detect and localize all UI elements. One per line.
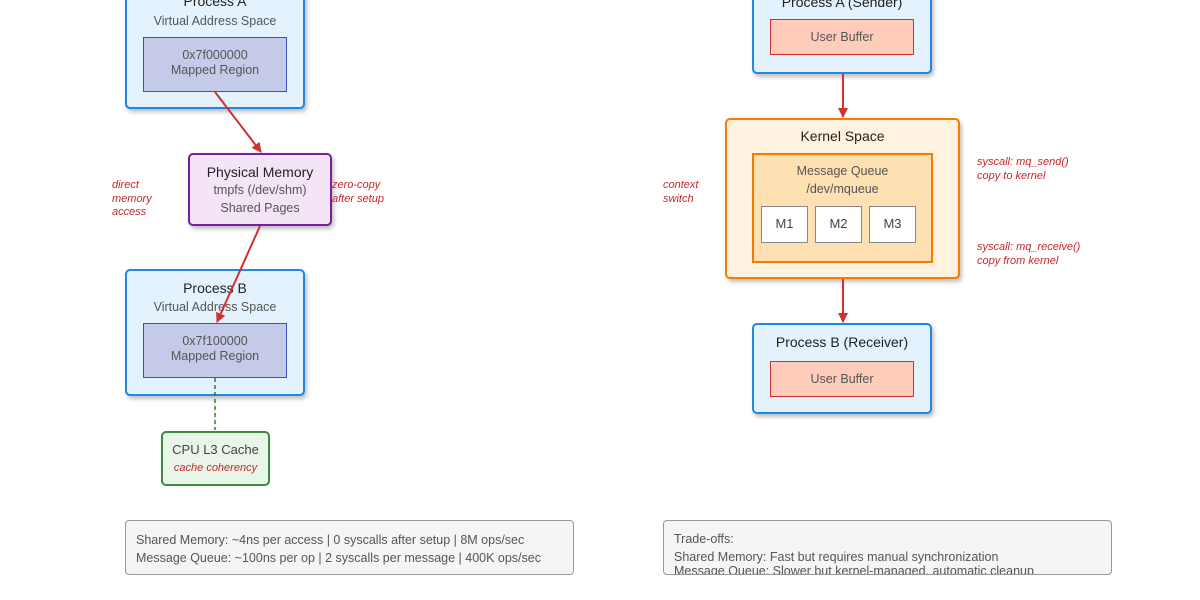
kernel-space-title: Kernel Space bbox=[800, 128, 885, 144]
note-line: syscall: mq_send() bbox=[977, 156, 1069, 168]
message-queue-title: Message Queue bbox=[796, 164, 889, 178]
physical-memory-tmpfs: tmpfs (/dev/shm) bbox=[213, 183, 307, 197]
note-line: switch bbox=[663, 192, 694, 205]
summary-line-shm: Shared Memory: ~4ns per access | 0 sysca… bbox=[136, 533, 525, 547]
cache-coherency-note: cache coherency bbox=[173, 462, 258, 474]
region-address: 0x7f000000 bbox=[182, 48, 248, 62]
region-label: Mapped Region bbox=[170, 63, 260, 77]
process-a-box: Process A Virtual Address Space 0x7f0000… bbox=[125, 0, 305, 109]
zero-copy-note: zero-copy after setup bbox=[332, 179, 384, 206]
note-line: direct bbox=[112, 179, 139, 191]
physical-memory-box: Physical Memory tmpfs (/dev/shm) Shared … bbox=[188, 153, 332, 226]
message-m1: M1 bbox=[761, 206, 808, 243]
cpu-cache-title: CPU L3 Cache bbox=[172, 442, 259, 457]
note-line: zero-copy bbox=[332, 179, 381, 191]
note-line: after setup bbox=[332, 192, 384, 205]
mq-send-note: syscall: mq_send() copy to kernel bbox=[977, 156, 1069, 183]
region-label: Mapped Region bbox=[170, 349, 260, 363]
note-line: access bbox=[112, 206, 147, 218]
mq-receive-note: syscall: mq_receive() copy from kernel bbox=[977, 241, 1080, 268]
tradeoffs-shm: Shared Memory: Fast but requires manual … bbox=[674, 550, 999, 564]
note-line: copy from kernel bbox=[977, 254, 1059, 267]
process-a-mapped-region: 0x7f000000 Mapped Region bbox=[143, 37, 287, 92]
region-address: 0x7f100000 bbox=[182, 334, 248, 348]
summary-line-mq: Message Queue: ~100ns per op | 2 syscall… bbox=[136, 551, 541, 565]
message-m3: M3 bbox=[869, 206, 916, 243]
tradeoffs-title: Trade-offs: bbox=[674, 532, 734, 546]
cpu-cache-box: CPU L3 Cache cache coherency bbox=[161, 431, 270, 486]
process-a-subtitle: Virtual Address Space bbox=[153, 14, 277, 28]
process-a-title: Process A bbox=[183, 0, 247, 9]
sender-process-box: Process A (Sender) User Buffer bbox=[752, 0, 932, 74]
sender-title: Process A (Sender) bbox=[781, 0, 903, 10]
receiver-title: Process B (Receiver) bbox=[775, 334, 909, 350]
arrow-physical-to-b bbox=[216, 225, 261, 323]
sender-user-buffer: User Buffer bbox=[770, 19, 914, 55]
kernel-space-box: Kernel Space Message Queue /dev/mqueue M… bbox=[725, 118, 960, 279]
process-b-subtitle: Virtual Address Space bbox=[153, 300, 277, 314]
context-switch-note: context switch bbox=[663, 179, 698, 206]
physical-memory-title: Physical Memory bbox=[206, 164, 314, 180]
physical-memory-pages: Shared Pages bbox=[220, 201, 300, 215]
process-b-mapped-region: 0x7f100000 Mapped Region bbox=[143, 323, 287, 378]
receiver-user-buffer: User Buffer bbox=[770, 361, 914, 397]
note-line: context bbox=[663, 179, 699, 191]
note-line: copy to kernel bbox=[977, 169, 1046, 182]
direct-access-note: direct memory access bbox=[112, 179, 152, 220]
note-line: syscall: mq_receive() bbox=[977, 241, 1081, 253]
performance-summary: Shared Memory: ~4ns per access | 0 sysca… bbox=[125, 520, 574, 575]
message-queue-box: Message Queue /dev/mqueue M1 M2 M3 bbox=[752, 153, 933, 263]
receiver-process-box: Process B (Receiver) User Buffer bbox=[752, 323, 932, 414]
message-m2: M2 bbox=[815, 206, 862, 243]
arrow-a-to-physical bbox=[214, 91, 262, 153]
tradeoffs-summary: Trade-offs: Shared Memory: Fast but requ… bbox=[663, 520, 1112, 575]
tradeoffs-mq: Message Queue: Slower but kernel-managed… bbox=[674, 564, 1034, 575]
message-queue-path: /dev/mqueue bbox=[806, 182, 879, 196]
note-line: memory bbox=[112, 192, 152, 205]
